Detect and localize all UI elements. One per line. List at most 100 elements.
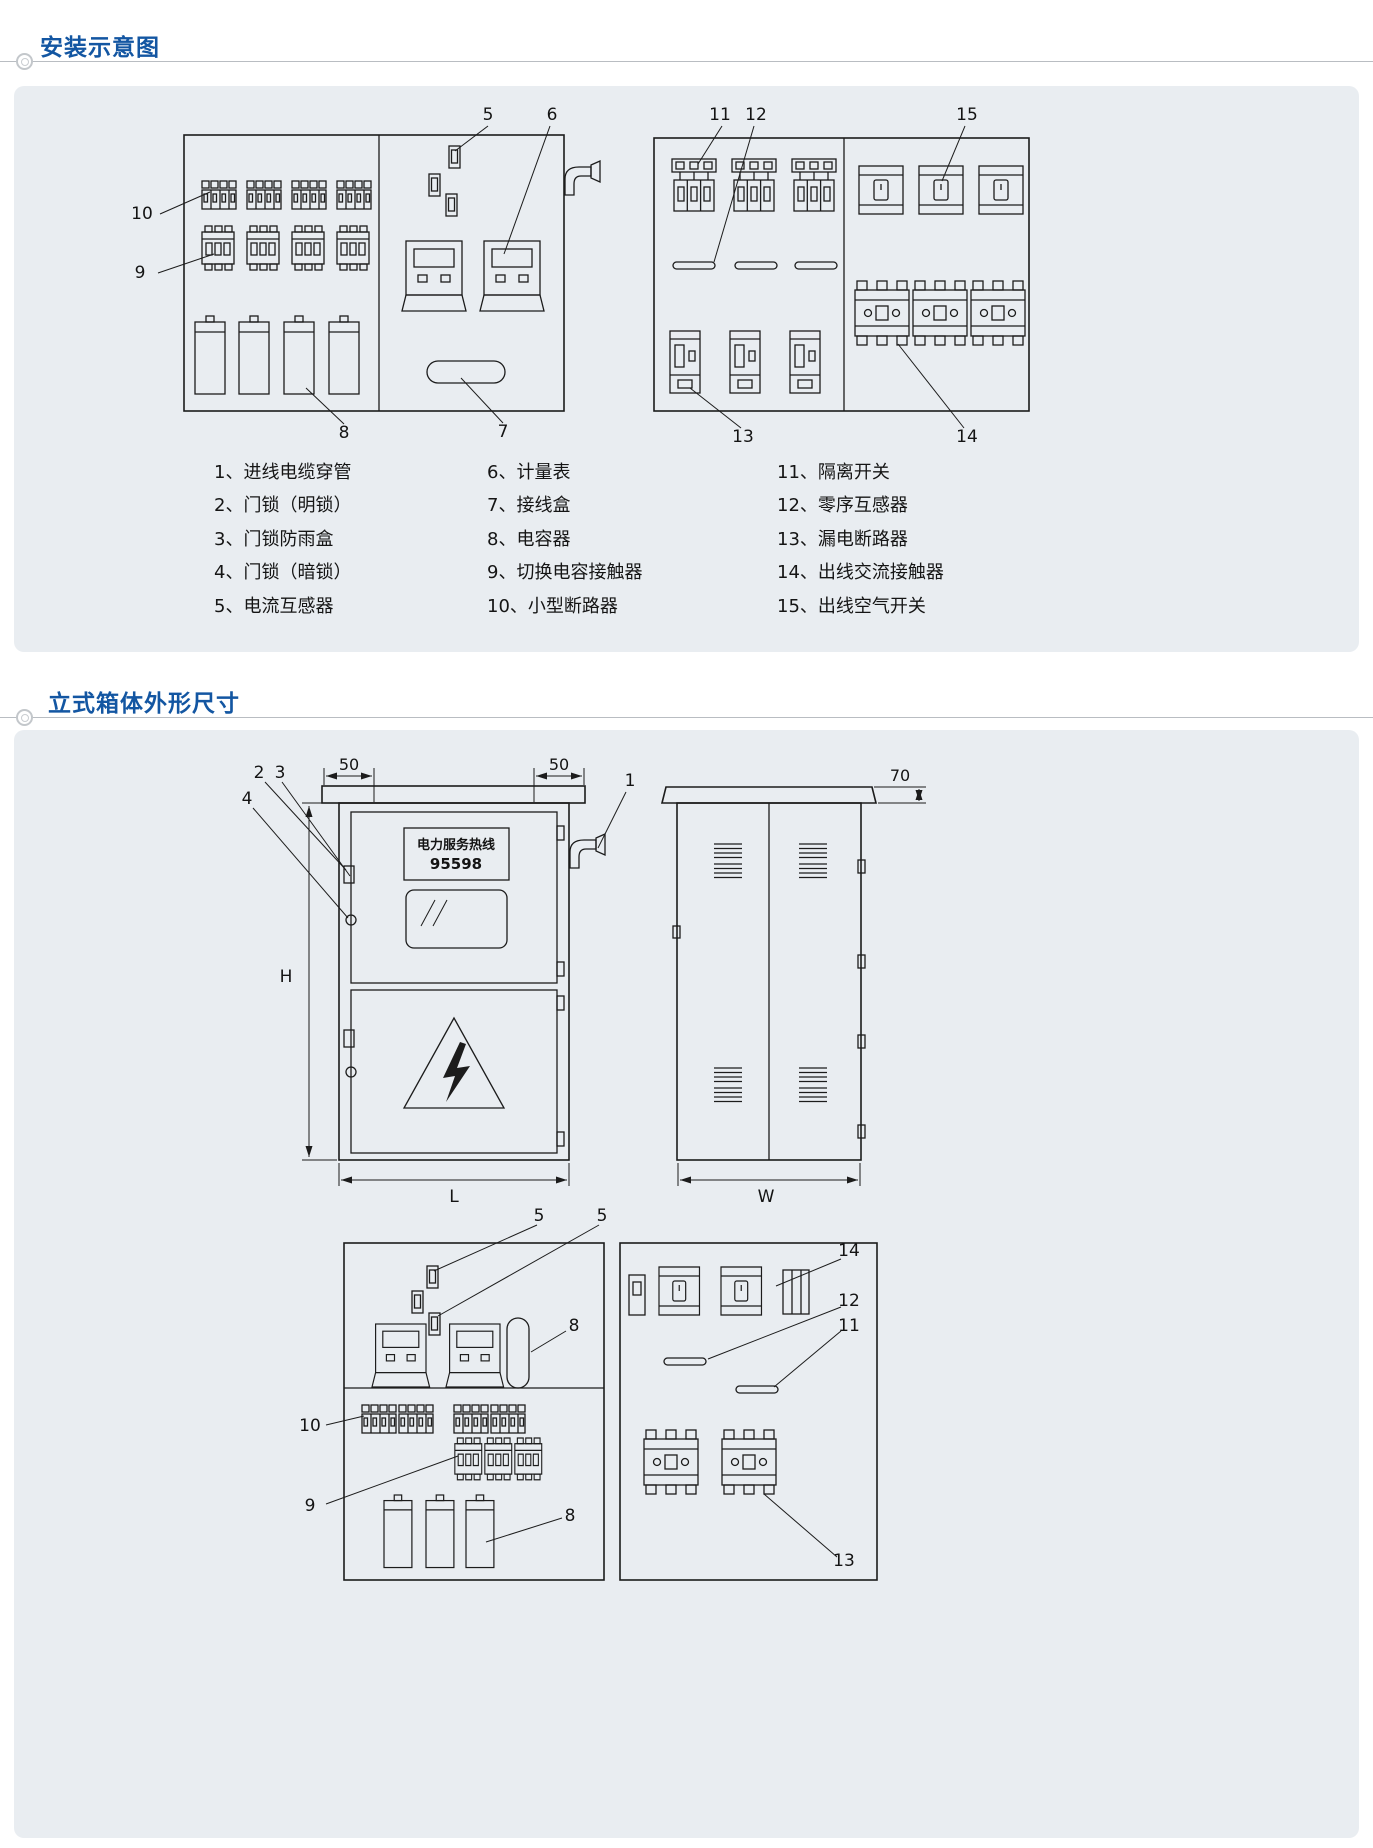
capacitor-cylinder (506, 1317, 530, 1389)
callout-9: 9 (135, 263, 146, 283)
front-view: 电力服务热线 95598 (321, 785, 606, 1161)
cabinet-b-front-view (653, 137, 1030, 412)
capacitor-icon (465, 1494, 495, 1569)
hinge (556, 1131, 565, 1147)
mcb-icon (490, 1404, 526, 1434)
ac-contactor-icon (721, 1429, 777, 1495)
mcb-icon (453, 1404, 489, 1434)
callout-12: 12 (838, 1291, 860, 1311)
callout-8: 8 (569, 1316, 580, 1336)
capacitor-contactor-icon (291, 225, 325, 271)
current-transformer-icon (445, 193, 458, 217)
mcb-icon (336, 180, 372, 210)
air-switch-icon (658, 1266, 701, 1316)
isolation-switch-icon (671, 158, 717, 212)
current-transformer-icon (448, 145, 461, 169)
roof (321, 785, 586, 804)
legend-item: 11、隔离开关 (777, 462, 890, 483)
dimension-lines: 50 50 H L 70 W (280, 755, 926, 1207)
callout-9: 9 (305, 1496, 316, 1516)
hotline-text: 电力服务热线 (417, 837, 495, 853)
callout-7: 7 (498, 422, 509, 442)
callout-10: 10 (299, 1416, 321, 1436)
section1-divider (0, 61, 1373, 62)
callout-1: 1 (625, 771, 636, 791)
hinge (857, 859, 866, 874)
legend-item: 7、接线盒 (487, 495, 571, 517)
cabinet-body (338, 802, 570, 1161)
breaker-detail (632, 1281, 642, 1296)
vent-louvers (798, 843, 828, 879)
legend-item: 13、漏电断路器 (777, 528, 908, 550)
door-lock-box (343, 1029, 355, 1048)
callout-4: 4 (242, 789, 253, 809)
capacitor-icon (383, 1494, 413, 1569)
legend-column-1: 1、进线电缆穿管 2、门锁（明锁） 3、门锁防雨盒 4、门锁（暗锁） 5、电流互… (214, 456, 351, 623)
meter-window (405, 889, 508, 949)
mcb-icon (246, 180, 282, 210)
capacitor-contactor-icon (201, 225, 235, 271)
capacitor-contactor-icon (336, 225, 370, 271)
hotline-number: 95598 (430, 855, 482, 873)
bottom-callouts: 5 5 8 10 9 8 14 12 11 13 (299, 1206, 860, 1571)
callout-8: 8 (339, 423, 350, 443)
lower-door (350, 989, 558, 1154)
legend-item: 2、门锁（明锁） (214, 495, 352, 517)
upper-door (350, 811, 558, 984)
callout-6: 6 (547, 105, 558, 125)
hidden-lock (345, 914, 357, 926)
callout-11: 11 (709, 105, 731, 125)
dimensions-diagram: 电力服务热线 95598 (242, 755, 926, 1581)
callout-13: 13 (833, 1551, 855, 1571)
mcb-icon (291, 180, 327, 210)
cable-conduit-icon (564, 160, 601, 196)
warning-triangle (402, 1016, 506, 1109)
roof (660, 786, 878, 804)
section1-title: 安装示意图 (40, 35, 160, 61)
legend-item: 4、门锁（暗锁） (214, 562, 352, 584)
leakage-breaker-icon (729, 330, 761, 394)
hinge (857, 1124, 866, 1139)
callout-15: 15 (956, 105, 978, 125)
legend-item: 3、门锁防雨盒 (214, 528, 334, 550)
capacitor-icon (328, 315, 360, 395)
callout-5: 5 (597, 1206, 608, 1226)
zero-sequence-ct-icon (663, 1357, 707, 1366)
hidden-lock (345, 1066, 357, 1078)
air-switch-icon (918, 165, 964, 215)
section1-ring-icon (16, 53, 33, 70)
meter-icon (401, 240, 467, 312)
door-lock-box (343, 865, 355, 884)
callout-12: 12 (745, 105, 767, 125)
capacitor-icon (238, 315, 270, 395)
vent-louvers (713, 843, 743, 879)
mcb-icon (398, 1404, 434, 1434)
air-switch-icon (858, 165, 904, 215)
legend-item: 12、零序互感器 (777, 495, 908, 517)
hinge (556, 961, 565, 977)
section2-title: 立式箱体外形尺寸 (48, 691, 240, 717)
meter-icon (445, 1323, 505, 1388)
zero-sequence-ct-icon (734, 261, 778, 270)
mcb-icon (201, 180, 237, 210)
installation-panel: 5 6 10 9 8 7 11 12 15 13 14 1、进线电缆穿管 2、门… (14, 86, 1359, 652)
hinge (556, 995, 565, 1011)
capacitor-contactor-icon (484, 1437, 513, 1481)
mcb-icon (361, 1404, 397, 1434)
ac-contactor-icon (854, 280, 910, 346)
dim-h: H (280, 967, 293, 987)
ac-contactor-icon (643, 1429, 699, 1495)
zero-sequence-ct-icon (672, 261, 716, 270)
callout-11: 11 (838, 1316, 860, 1336)
zero-sequence-ct-icon (794, 261, 838, 270)
hinge (556, 825, 565, 841)
legend-column-2: 6、计量表 7、接线盒 8、电容器 9、切换电容接触器 10、小型断路器 (487, 456, 642, 623)
dim-70: 70 (890, 766, 910, 785)
cable-conduit-icon (569, 833, 606, 869)
section2-ring-icon (16, 709, 33, 726)
front-view-callouts: 2 3 4 1 (242, 763, 636, 919)
junction-box (426, 360, 506, 384)
hinge (857, 1034, 866, 1049)
capacitor-icon (283, 315, 315, 395)
dim-50-left: 50 (339, 755, 359, 774)
